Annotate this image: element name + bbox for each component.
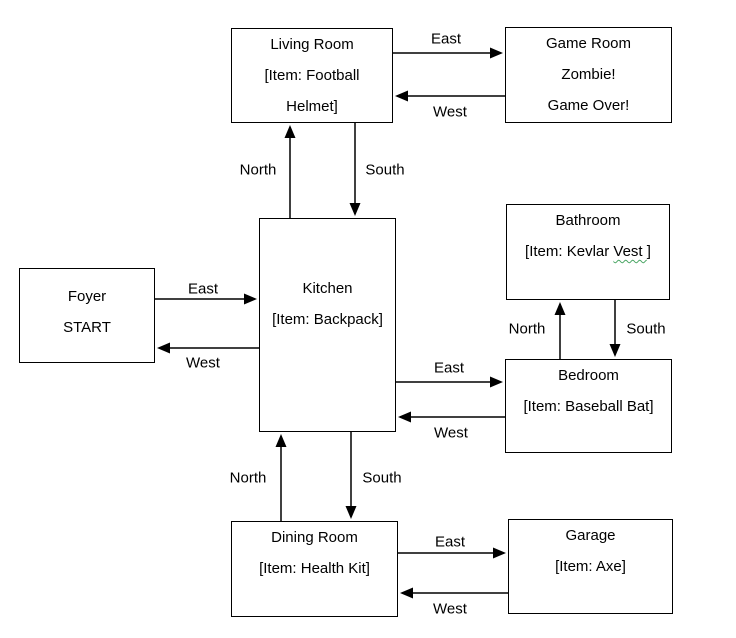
room-box-bathroom: Bathroom [Item: Kevlar Vest ] bbox=[506, 204, 670, 300]
room-name: Living Room bbox=[270, 36, 354, 53]
room-name: Game Room bbox=[545, 35, 632, 52]
edge-label-foyer-kitchen-west: West bbox=[186, 354, 220, 372]
room-name: Bathroom bbox=[555, 212, 621, 229]
edge-label-kitchen-dining-south: South bbox=[362, 469, 402, 487]
room-box-foyer: Foyer START bbox=[19, 268, 155, 363]
room-item-text: [Item: Backpack] bbox=[272, 311, 383, 328]
edge-label-living-game-east: East bbox=[430, 30, 462, 48]
room-name: Bedroom bbox=[558, 367, 619, 384]
edge-label-kitchen-bedroom-west: West bbox=[434, 424, 468, 442]
room-item-text: Helmet] bbox=[286, 98, 338, 115]
room-item-text: [Item: Health Kit] bbox=[259, 560, 370, 577]
room-start-text: START bbox=[63, 319, 111, 336]
edge-label-bedroom-bathroom-north: North bbox=[508, 320, 546, 338]
edge-label-living-game-west: West bbox=[433, 103, 467, 121]
edge-label-kitchen-living-north: North bbox=[239, 161, 277, 179]
grammar-flagged-word: Vest bbox=[613, 243, 647, 260]
edge-label-kitchen-bedroom-east: East bbox=[433, 359, 465, 377]
room-name: Dining Room bbox=[271, 529, 358, 546]
room-item-text: [Item: Football bbox=[264, 67, 360, 84]
room-name: Foyer bbox=[67, 288, 107, 305]
room-item-text: [Item: Baseball Bat] bbox=[523, 398, 654, 415]
edge-label-kitchen-dining-north: North bbox=[229, 469, 267, 487]
edge-label-kitchen-living-south: South bbox=[365, 161, 405, 179]
room-box-kitchen: Kitchen [Item: Backpack] bbox=[259, 218, 396, 432]
room-box-game-room: Game Room Zombie! Game Over! bbox=[505, 27, 672, 123]
item-text-prefix: [Item: Kevlar bbox=[525, 243, 614, 260]
room-box-bedroom: Bedroom [Item: Baseball Bat] bbox=[505, 359, 672, 453]
room-event-text: Game Over! bbox=[547, 97, 630, 114]
edge-label-foyer-kitchen-east: East bbox=[187, 280, 219, 298]
item-text-suffix: ] bbox=[646, 243, 651, 260]
room-name: Kitchen bbox=[302, 280, 353, 297]
room-name: Garage bbox=[565, 527, 616, 544]
room-item-text: [Item: Axe] bbox=[555, 558, 626, 575]
edge-label-dining-garage-east: East bbox=[434, 533, 466, 551]
edge-label-dining-garage-west: West bbox=[433, 600, 467, 618]
edge-label-bedroom-bathroom-south: South bbox=[626, 320, 666, 338]
room-box-dining-room: Dining Room [Item: Health Kit] bbox=[231, 521, 398, 617]
room-box-living-room: Living Room [Item: Football Helmet] bbox=[231, 28, 393, 123]
room-event-text: Zombie! bbox=[561, 66, 616, 83]
room-item-text: [Item: Kevlar Vest ] bbox=[507, 236, 669, 267]
room-box-garage: Garage [Item: Axe] bbox=[508, 519, 673, 614]
